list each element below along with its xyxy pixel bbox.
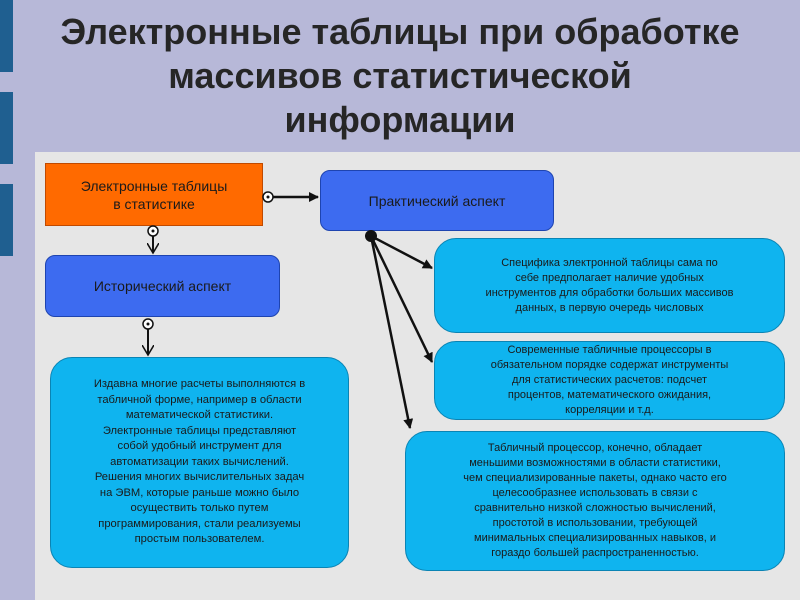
side-tab-3 xyxy=(0,184,13,256)
side-tab-1 xyxy=(0,0,13,72)
slide-title: Электронные таблицы при обработке массив… xyxy=(60,11,740,140)
node-stats-tables: Электронные таблицы в статистике xyxy=(45,163,263,226)
node-history-text: Издавна многие расчеты выполняются в таб… xyxy=(50,357,349,568)
node-specific-text-body: Специфика электронной таблицы сама по се… xyxy=(485,256,734,314)
node-practical-aspect: Практический аспект xyxy=(320,170,554,231)
node-capabilities-text: Табличный процессор, конечно, обладает м… xyxy=(405,431,785,571)
node-historical-aspect-label: Исторический аспект xyxy=(93,278,232,294)
node-practical-aspect-label: Практический аспект xyxy=(368,192,506,209)
node-specific-text: Специфика электронной таблицы сама по се… xyxy=(434,238,785,333)
node-processors-text-body: Современные табличные процессоры в обяза… xyxy=(490,344,729,416)
node-history-text-body: Издавна многие расчеты выполняются в таб… xyxy=(93,378,306,546)
side-tab-2 xyxy=(0,92,13,164)
node-capabilities-text-body: Табличный процессор, конечно, обладает м… xyxy=(463,442,727,559)
node-stats-tables-label: Электронные таблицы в статистике xyxy=(80,177,228,212)
node-processors-text: Современные табличные процессоры в обяза… xyxy=(434,341,785,420)
node-historical-aspect: Исторический аспект xyxy=(45,255,280,317)
